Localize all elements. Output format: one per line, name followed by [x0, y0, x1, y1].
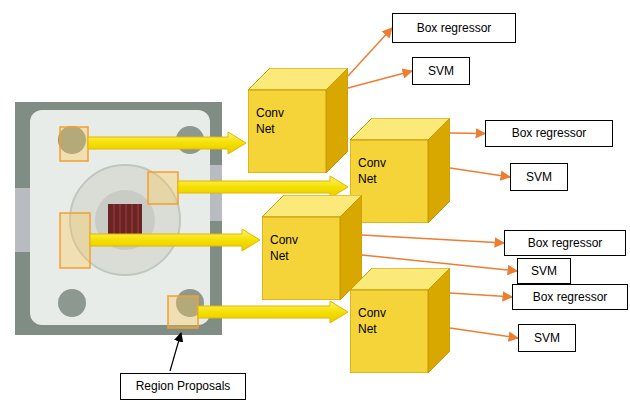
cube-label: Conv Net: [358, 156, 402, 187]
conv-net-cube: Conv Net: [248, 68, 348, 173]
label-box: SVM: [518, 324, 576, 352]
output-arrow: [348, 71, 412, 88]
box-label: Box regressor: [528, 236, 603, 250]
label-box: Box regressor: [512, 284, 628, 310]
box-label: Box regressor: [417, 21, 492, 35]
conv-net-cube: Conv Net: [262, 195, 362, 300]
cube-shape: [248, 68, 348, 173]
box-label: Box regressor: [512, 126, 587, 140]
output-arrow: [450, 328, 518, 338]
box-label: Box regressor: [533, 290, 608, 304]
label-box: Box regressor: [485, 120, 613, 147]
conv-net-cube: Conv Net: [350, 118, 450, 223]
output-arrow: [450, 168, 510, 177]
output-arrow: [348, 28, 392, 76]
label-box: SVM: [510, 163, 568, 191]
cube-label: Conv Net: [256, 106, 300, 137]
label-box: Region Proposals: [120, 373, 246, 400]
label-box: SVM: [517, 258, 571, 284]
label-box: Box regressor: [504, 230, 626, 256]
box-label: SVM: [428, 64, 454, 78]
label-box: SVM: [412, 57, 470, 85]
box-label: SVM: [534, 331, 560, 345]
conv-net-cube: Conv Net: [350, 268, 450, 373]
leader-arrow: [170, 333, 181, 371]
box-label: Region Proposals: [136, 379, 231, 393]
cube-shape: [350, 268, 450, 373]
box-label: SVM: [526, 170, 552, 184]
cube-shape: [262, 195, 362, 300]
cube-shape: [350, 118, 450, 223]
output-arrow: [450, 293, 512, 297]
label-box: Box regressor: [392, 13, 516, 43]
region-squares: [60, 127, 198, 328]
output-arrow: [450, 132, 485, 134]
cube-label: Conv Net: [358, 306, 402, 337]
cube-label: Conv Net: [270, 233, 314, 264]
output-arrow: [362, 235, 504, 243]
box-label: SVM: [531, 264, 557, 278]
